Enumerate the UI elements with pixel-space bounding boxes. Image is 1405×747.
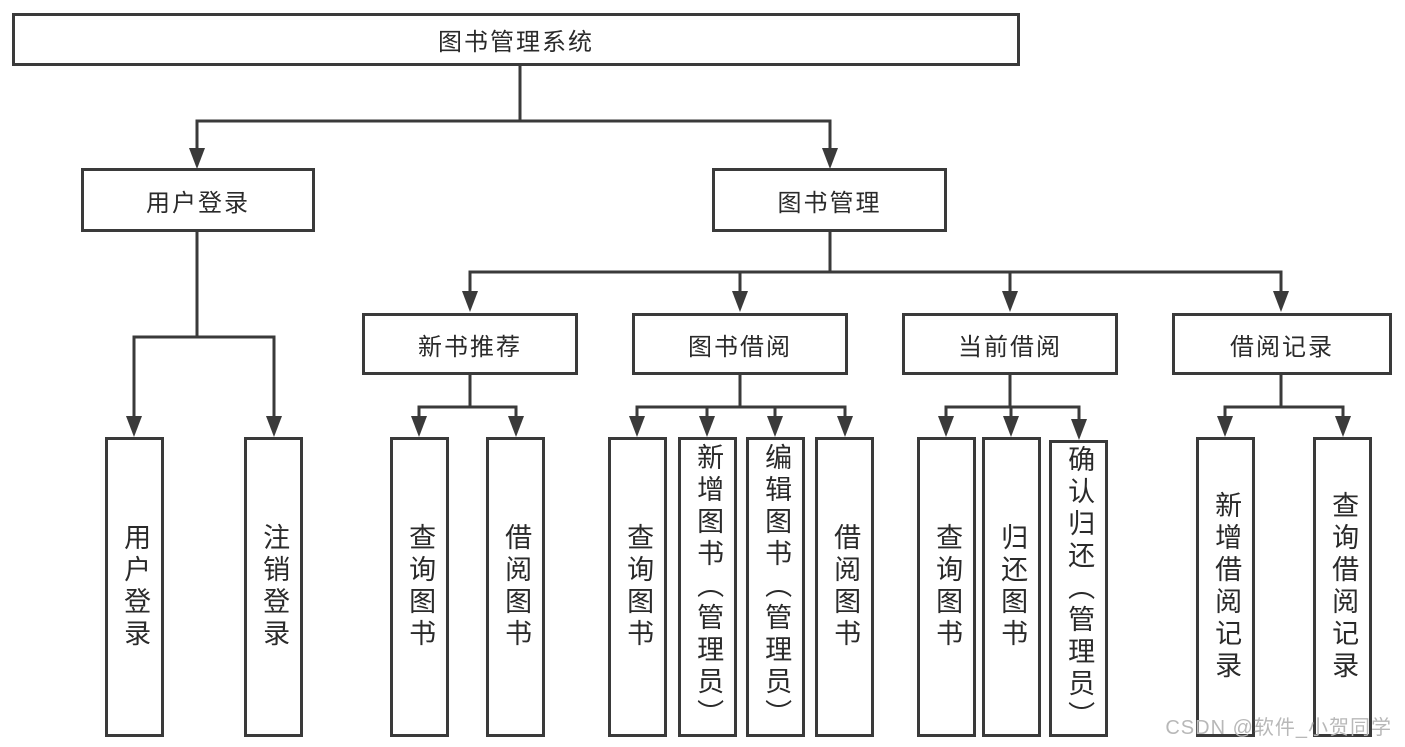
arrowhead-icon (462, 291, 478, 312)
leaf-borrowing-borrow-books: 借阅图书 (815, 437, 874, 737)
leaf-borrowing-add-books-admin: 新增图书（管理员） (678, 437, 737, 737)
leaf-newbook-query-books: 查询图书 (390, 437, 449, 737)
arrowhead-icon (1002, 291, 1018, 312)
arrowhead-icon (629, 416, 645, 437)
arrowhead-icon (126, 416, 142, 437)
node-book-management: 图书管理 (712, 168, 947, 232)
arrowhead-icon (1273, 291, 1289, 312)
leaf-current-query-books: 查询图书 (917, 437, 976, 737)
csdn-watermark: CSDN @软件_小贺同学 (1165, 717, 1392, 739)
node-library-system: 图书管理系统 (12, 13, 1020, 66)
node-book-borrowing: 图书借阅 (632, 313, 848, 375)
arrowhead-icon (411, 416, 427, 437)
node-borrow-records: 借阅记录 (1172, 313, 1392, 375)
arrowhead-icon (1071, 419, 1087, 440)
arrowhead-icon (1335, 416, 1351, 437)
leaf-user-login: 用户登录 (105, 437, 164, 737)
arrowhead-icon (508, 416, 524, 437)
node-new-book-recommend: 新书推荐 (362, 313, 578, 375)
leaf-current-return-books: 归还图书 (982, 437, 1041, 737)
arrowhead-icon (767, 416, 783, 437)
leaf-borrowing-query-books: 查询图书 (608, 437, 667, 737)
arrowhead-icon (189, 148, 205, 169)
leaf-records-add-borrow-record: 新增借阅记录 (1196, 437, 1255, 737)
arrowhead-icon (837, 416, 853, 437)
arrowhead-icon (822, 148, 838, 169)
leaf-records-query-borrow-record: 查询借阅记录 (1313, 437, 1372, 737)
leaf-current-confirm-return-admin: 确认归还（管理员） (1049, 440, 1108, 737)
arrowhead-icon (699, 416, 715, 437)
node-user-login: 用户登录 (81, 168, 315, 232)
arrowhead-icon (1003, 416, 1019, 437)
arrowhead-icon (732, 291, 748, 312)
leaf-logout: 注销登录 (244, 437, 303, 737)
arrowhead-icon (1217, 416, 1233, 437)
leaf-borrowing-edit-books-admin: 编辑图书（管理员） (746, 437, 805, 737)
leaf-newbook-borrow-books: 借阅图书 (486, 437, 545, 737)
arrowhead-icon (938, 416, 954, 437)
arrowhead-icon (266, 416, 282, 437)
node-current-borrowing: 当前借阅 (902, 313, 1118, 375)
